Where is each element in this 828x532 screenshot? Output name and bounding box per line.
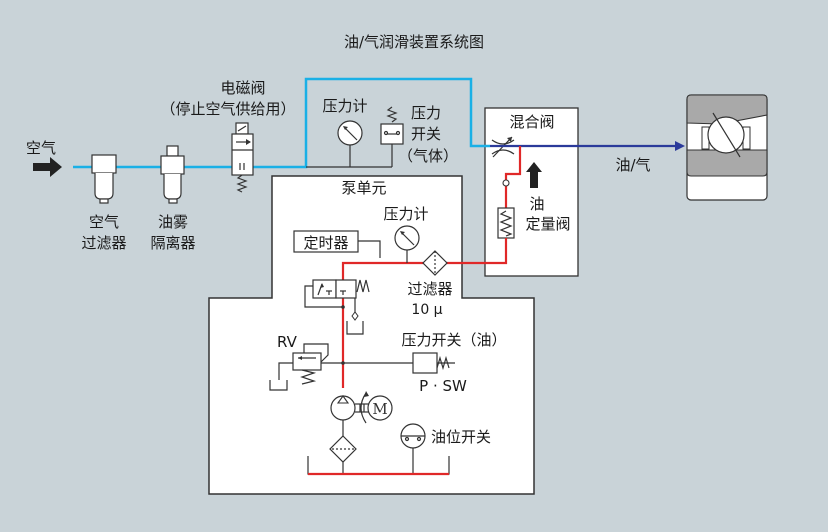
- solenoid-valve-icon: [231, 122, 254, 193]
- air-filter-label-2: 过滤器: [81, 234, 126, 252]
- oil-air-label: 油/气: [615, 156, 650, 174]
- oil-metering-valve-icon: [497, 207, 515, 239]
- motor-icon: M: [367, 395, 393, 421]
- solenoid-label-1: 电磁阀: [220, 79, 265, 97]
- oil-pswitch-label: 压力开关（油）: [401, 331, 506, 349]
- mist-separator-icon: [160, 145, 185, 204]
- directional-valve-icon: [304, 279, 370, 335]
- oil-meter-label-1: 油: [529, 195, 544, 213]
- mist-separator-label-1: 油雾: [158, 213, 188, 231]
- mist-separator-label-2: 隔离器: [150, 234, 195, 252]
- filter-rating-label: 10 μ: [411, 302, 442, 318]
- air-filter-label-1: 空气: [89, 213, 119, 231]
- mixing-valve-box: [484, 107, 579, 277]
- psw-label: P · SW: [419, 377, 467, 395]
- timer-label: 定时器: [303, 234, 348, 252]
- oil-level-switch-icon: [400, 423, 426, 474]
- air-line: [73, 77, 490, 169]
- pump-unit-label: 泵单元: [341, 179, 386, 197]
- svg-text:M: M: [372, 400, 387, 418]
- air-pressure-gauge-icon: [337, 120, 363, 167]
- pump-unit-box: [208, 175, 535, 495]
- air-inlet-arrow-icon: [33, 157, 62, 177]
- air-pswitch-label-3: （气体）: [398, 147, 458, 165]
- bearing-icon: [686, 94, 768, 201]
- suction-filter-icon: [329, 435, 357, 474]
- oil-line-mixing: [504, 146, 522, 208]
- air-pswitch-label-1: 压力: [411, 104, 441, 122]
- oil-pressure-switch-icon: [412, 352, 450, 374]
- solenoid-label-2: （停止空气供给用）: [160, 100, 295, 118]
- pump-icon: [330, 391, 369, 424]
- air-pswitch-label-2: 开关: [411, 125, 441, 143]
- filter-label: 过滤器: [407, 280, 452, 298]
- oil-gauge-label: 压力计: [383, 205, 428, 223]
- level-switch-label: 油位开关: [431, 428, 491, 446]
- oil-meter-label-2: 定量阀: [525, 215, 570, 233]
- air-inlet-label: 空气: [26, 139, 56, 157]
- timer-signal-line: [358, 240, 381, 258]
- rv-label: RV: [277, 333, 298, 351]
- check-valve-icon: [502, 179, 510, 187]
- air-filter-icon: [91, 154, 117, 204]
- diagram-title: 油/气润滑装置系统图: [344, 33, 484, 51]
- oil-up-arrow-icon: [526, 162, 542, 188]
- air-gauge-label: 压力计: [322, 97, 367, 115]
- mixing-valve-label: 混合阀: [509, 113, 554, 131]
- oil-air-arrow-icon: [675, 141, 685, 151]
- air-pressure-switch-icon: [380, 106, 404, 167]
- oil-filter-icon: [422, 250, 448, 276]
- oil-pressure-gauge-icon: [394, 225, 420, 263]
